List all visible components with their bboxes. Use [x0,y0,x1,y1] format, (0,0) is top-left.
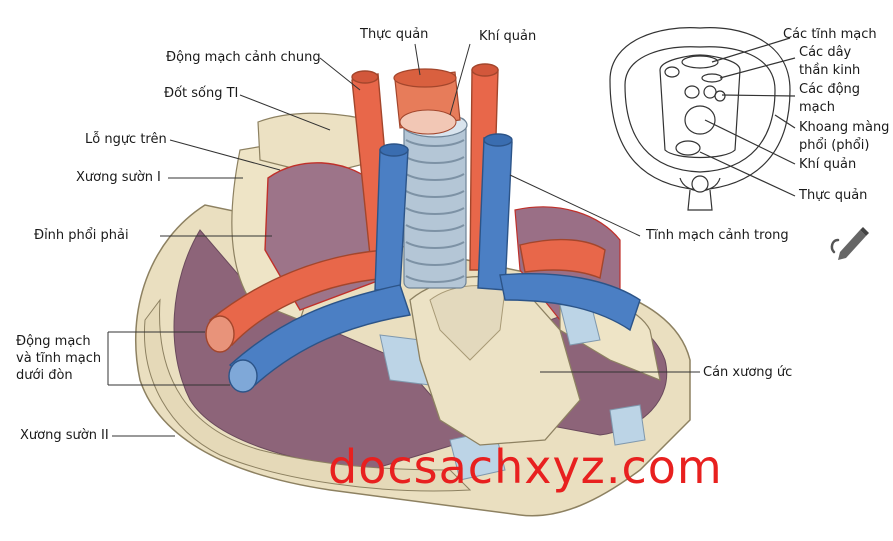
arteries [205,63,606,353]
label-xuong-suon-2: Xương sườn II [20,428,109,443]
esophagus [393,68,461,135]
trachea-ring [405,275,465,283]
inset-cross-section [609,27,796,211]
pencil-edit-icon[interactable] [826,222,870,260]
subclavian-vein-right [228,284,411,386]
inset-label-khi-quan: Khí quản [799,157,857,172]
trachea-ring [405,258,465,266]
inset-label-khoang-1: Khoang màng [799,120,890,135]
label-dinh-phoi-phai: Đỉnh phổi phải [34,228,129,243]
veins [228,133,641,393]
subclavian-vein-left [499,273,641,332]
leader-lines [107,43,700,437]
label-thuc-quan-top: Thực quản [360,27,429,42]
inset-label-cac-dong-1: Các động [799,82,861,97]
inset-label-cac-tinh-mach: Các tĩnh mạch [783,27,877,42]
watermark: docsachxyz.com [328,440,723,494]
label-khi-quan-top: Khí quản [479,29,537,44]
trachea-ring [405,190,465,198]
label-dong-mach-tinh-mach-2: và tĩnh mạch [16,351,102,366]
label-xuong-suon-1: Xương sườn I [76,170,161,185]
inset-label-cac-dong-2: mạch [799,100,836,115]
trachea-ring [405,156,465,164]
subclavian-artery-left [519,238,606,279]
trachea [402,112,468,289]
label-dong-mach-tinh-mach-3: dưới đòn [16,368,73,383]
trachea-ring [405,224,465,232]
label-lo-nguc-tren: Lỗ ngực trên [85,132,167,147]
inset-label-cac-day-2: thần kinh [799,63,861,78]
label-can-xuong-uc: Cán xương ức [703,365,793,380]
inset-label-thuc-quan: Thực quản [799,188,868,203]
trachea-ring [405,241,465,249]
rib-2-band [143,298,472,492]
trachea-ring [405,139,465,147]
label-dot-song: Đốt sống TI [164,86,239,101]
trachea-ring [405,207,465,215]
label-dong-mach-tinh-mach-1: Động mạch [16,334,91,349]
trachea-ring [405,173,465,181]
inset-label-khoang-2: phổi (phổi) [799,138,870,153]
internal-jugular-left [477,137,513,291]
cartilage-2-right [609,404,646,446]
label-dong-mach-canh-chung: Động mạch cảnh chung [166,50,321,65]
inset-label-cac-day-1: Các dây [799,45,852,60]
label-tinh-mach-canh-trong: Tĩnh mạch cảnh trong [646,228,789,243]
